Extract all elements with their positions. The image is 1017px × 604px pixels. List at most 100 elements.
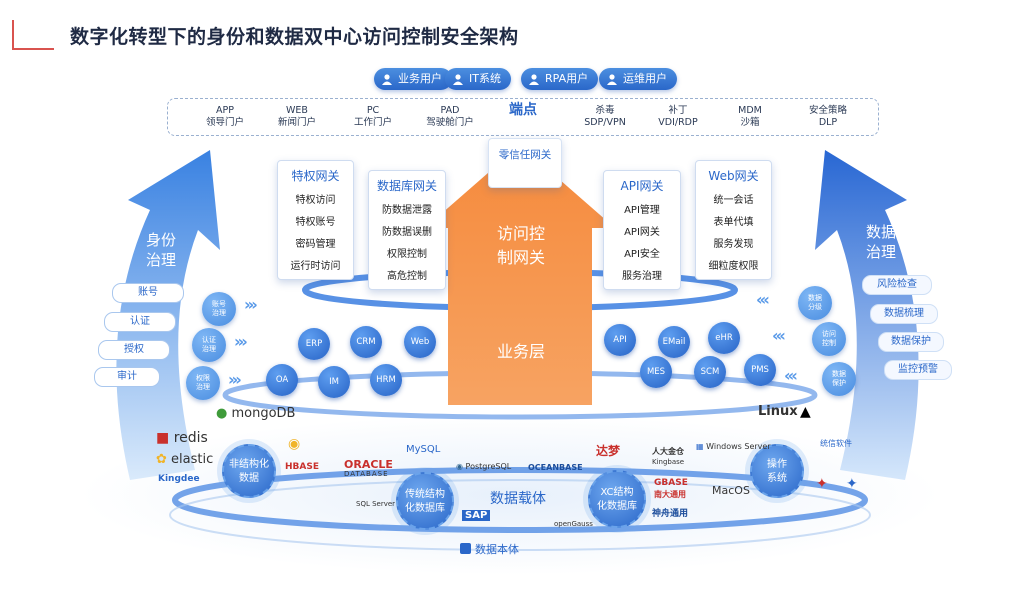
user-icon <box>529 74 539 85</box>
logo-gbase: GBASE <box>654 478 688 488</box>
user-it-system: IT系统 <box>445 68 511 90</box>
app-oa: OA <box>266 364 298 396</box>
identity-item-auth: 认证 <box>104 312 176 332</box>
chevron-left-icon: ‹‹‹ <box>756 290 770 309</box>
logo-gbase-cn: 南大通用 <box>654 490 686 499</box>
data-item-risk-check: 风险检查 <box>862 275 932 295</box>
app-ehr: eHR <box>708 322 740 354</box>
zero-trust-gateway: 零信任网关 <box>488 138 562 188</box>
base-glow <box>80 415 940 575</box>
logo-sqlserver: SQL Server <box>356 500 396 508</box>
logo-windows: ▦ Windows Server <box>696 442 771 451</box>
business-layer-label: 业务层 <box>496 342 545 361</box>
windows-icon: ▦ <box>696 442 704 451</box>
data-body-label: 数据本体 <box>475 543 519 556</box>
logo-shentong: 神舟通用 <box>652 509 689 519</box>
data-carrier-label: 数据载体 <box>490 491 546 507</box>
privileged-gateway: 特权网关 特权访问 特权账号 密码管理 运行时访问 <box>277 160 354 280</box>
chevron-left-icon: ‹‹‹ <box>772 326 786 345</box>
identity-bubble-permission: 权限治理 <box>186 366 220 400</box>
hadoop-icon: ◉ <box>288 436 301 452</box>
redis-icon: ■ <box>156 430 170 446</box>
user-business: 业务用户 <box>374 68 452 90</box>
logo-opengauss: openGauss <box>554 520 593 528</box>
user-icon <box>382 74 392 85</box>
data-os: 操作系统 <box>750 444 804 498</box>
app-erp: ERP <box>298 328 330 360</box>
user-ops: 运维用户 <box>599 68 677 90</box>
web-gateway: Web网关 统一会话 表单代填 服务发现 细粒度权限 <box>695 160 772 280</box>
logo-kingbase-en: Kingbase <box>652 458 685 466</box>
tux-icon: ▲ <box>800 404 811 420</box>
api-gateway: API网关 API管理 API网关 API安全 服务治理 <box>603 170 681 290</box>
app-crm: CRM <box>350 326 382 358</box>
logo-elastic: ✿ elastic <box>156 452 214 467</box>
logo-mysql: MySQL <box>406 444 441 455</box>
database-gateway: 数据库网关 防数据泄露 防数据误删 权限控制 高危控制 <box>368 170 446 290</box>
data-xc-db: XC结构化数据库 <box>588 470 646 528</box>
user-icon <box>607 74 617 85</box>
user-icon <box>453 74 463 85</box>
data-bubble-protect: 数据保护 <box>822 362 856 396</box>
app-web: Web <box>404 326 436 358</box>
data-bubble-access: 访问控制 <box>812 322 846 356</box>
access-control-gateway-label: 访问控 制网关 <box>496 224 545 267</box>
data-traditional-db: 传统结构化数据库 <box>396 472 454 530</box>
data-unstructured: 非结构化数据 <box>222 444 276 498</box>
identity-bubble-account: 账号治理 <box>202 292 236 326</box>
identity-item-account: 账号 <box>112 283 184 303</box>
chevron-right-icon: ››› <box>228 370 242 389</box>
identity-bubble-auth: 认证治理 <box>192 328 226 362</box>
database-icon <box>460 543 471 554</box>
leaf-icon: ● <box>216 406 228 421</box>
logo-linux: Linux <box>758 404 798 419</box>
data-item-protection: 数据保护 <box>878 332 944 352</box>
logo-tongxin: 统信软件 <box>820 439 852 448</box>
ring-data-outer <box>169 479 871 551</box>
elephant-icon: ◉ <box>456 462 463 471</box>
data-item-monitoring: 监控预警 <box>884 360 952 380</box>
identity-item-audit: 审计 <box>94 367 160 387</box>
kylin-icon: ✦ <box>816 476 828 492</box>
endpoint-center-label: 端点 <box>509 102 537 118</box>
chevron-left-icon: ‹‹‹ <box>784 366 798 385</box>
app-api: API <box>604 324 636 356</box>
logo-oceanbase: OCEANBASE <box>528 463 583 472</box>
logo-sap: SAP <box>462 510 491 521</box>
logo-redis: ■ redis <box>156 430 208 446</box>
logo-postgres: ◉ PostgreSQL <box>456 462 512 471</box>
user-rpa: RPA用户 <box>521 68 599 90</box>
app-email: EMail <box>658 326 690 358</box>
logo-dameng: 达梦 <box>596 444 621 458</box>
ring-data <box>172 467 868 533</box>
identity-item-authz: 授权 <box>98 340 170 360</box>
app-pms: PMS <box>744 354 776 386</box>
data-governance-title: 数据 治理 <box>865 223 896 261</box>
kylin-icon: ✦ <box>846 476 858 492</box>
logo-kingdee: Kingdee <box>158 474 200 484</box>
logo-hbase: HBASE <box>285 462 319 472</box>
identity-governance-title: 身份 治理 <box>145 231 176 269</box>
data-arrow <box>815 150 919 480</box>
central-arrow <box>425 145 615 405</box>
page-title: 数字化转型下的身份和数据双中心访问控制安全架构 <box>70 26 519 48</box>
elastic-icon: ✿ <box>156 452 167 467</box>
logo-macos: MacOS <box>712 484 750 497</box>
endpoint-bar <box>167 98 879 136</box>
chevron-right-icon: ››› <box>234 332 248 351</box>
data-bubble-classify: 数据分级 <box>798 286 832 320</box>
app-mes: MES <box>640 356 672 388</box>
app-im: IM <box>318 366 350 398</box>
logo-oracle-db: DATABASE <box>344 470 389 478</box>
chevron-right-icon: ››› <box>244 295 258 314</box>
logo-oracle: ORACLE <box>344 458 393 471</box>
